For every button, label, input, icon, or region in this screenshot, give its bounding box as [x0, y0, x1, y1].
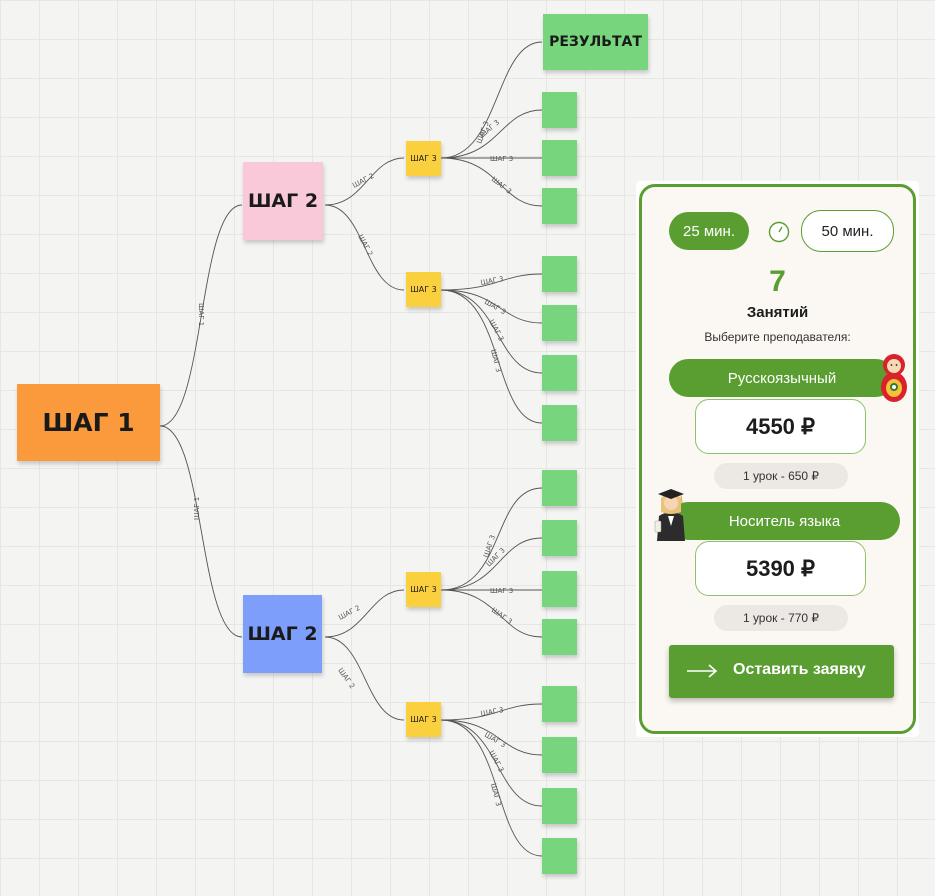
russian-lesson-price: 1 урок - 650 ₽: [714, 463, 848, 489]
russian-teacher-price: 4550 ₽: [695, 399, 866, 454]
edge-label: ШАГ 3: [480, 275, 504, 287]
leaf-sticky-note[interactable]: [542, 405, 577, 441]
lessons-label: Занятий: [746, 304, 809, 321]
connector-step2-step3: [324, 204, 405, 291]
edge-label: ШАГ 3: [480, 706, 504, 718]
connector-step1-step2-bottom: [159, 425, 243, 638]
connector-step3-result: [440, 41, 543, 159]
connector-step3-leaf: [440, 589, 543, 638]
connector-step3-leaf: [440, 109, 543, 159]
connector-step3-leaf: [440, 537, 543, 591]
leaf-sticky-note[interactable]: [542, 520, 577, 556]
pricing-card: 25 мин. 50 мин. 7 Занятий Выберите препо…: [636, 181, 919, 737]
native-lesson-price: 1 урок - 770 ₽: [714, 605, 848, 631]
leaf-sticky-note[interactable]: [542, 571, 577, 607]
connector-step3-leaf: [440, 719, 543, 807]
step3-sticky-note[interactable]: ШАГ 3: [406, 572, 441, 607]
step3-sticky-note[interactable]: ШАГ 3: [406, 141, 441, 176]
edge-label: ШАГ 2: [336, 667, 356, 691]
pricing-card-frame: 25 мин. 50 мин. 7 Занятий Выберите препо…: [639, 184, 916, 734]
submit-request-label: Оставить заявку: [733, 661, 866, 678]
edge-label: ШАГ 1: [197, 303, 205, 326]
leaf-sticky-note[interactable]: [542, 788, 577, 824]
edge-label: ШАГ 3: [490, 175, 513, 196]
connector-step3-leaf: [440, 719, 543, 857]
edge-label: ШАГ 2: [337, 604, 361, 622]
connector-step2-step3: [324, 157, 405, 206]
edge-label: ШАГ 3: [483, 731, 507, 750]
leaf-sticky-note[interactable]: [542, 305, 577, 341]
edge-label: ШАГ 3: [490, 155, 513, 163]
native-teacher-button[interactable]: Носитель языка: [669, 502, 900, 540]
connector-step3-leaf: [440, 273, 543, 291]
connector-step3-leaf: [440, 289, 543, 324]
leaf-sticky-note[interactable]: [542, 140, 577, 176]
step3-sticky-note[interactable]: ШАГ 3: [406, 702, 441, 737]
edge-label: ШАГ 2: [356, 233, 374, 257]
connector-step3-leaf: [440, 289, 543, 424]
edge-label: ШАГ 3: [489, 783, 502, 807]
graduate-icon: [654, 486, 688, 541]
leaf-sticky-note[interactable]: [542, 92, 577, 128]
leaf-sticky-note[interactable]: [542, 838, 577, 874]
edge-label: ШАГ 2: [351, 172, 375, 190]
edge-label: ШАГ 3: [490, 606, 514, 626]
leaf-sticky-note[interactable]: [542, 470, 577, 506]
connector-step3-leaf: [440, 487, 543, 591]
leaf-sticky-note[interactable]: [542, 686, 577, 722]
duration-25-button[interactable]: 25 мин.: [669, 212, 749, 250]
connector-step2-step3: [324, 589, 405, 638]
leaf-sticky-note[interactable]: [542, 737, 577, 773]
connector-step1-step2-top: [159, 204, 243, 427]
connector-step3-leaf: [440, 157, 543, 207]
choose-teacher-text: Выберите преподавателя:: [704, 330, 851, 344]
submit-request-button[interactable]: Оставить заявку: [669, 645, 894, 698]
clock-icon: [768, 221, 790, 243]
connector-step3-leaf: [440, 703, 543, 721]
connector-step3-leaf: [440, 289, 543, 374]
edge-label: ШАГ 1: [193, 497, 201, 520]
step1-sticky-note[interactable]: ШАГ 1: [17, 384, 160, 461]
duration-50-button[interactable]: 50 мин.: [801, 210, 894, 252]
step2-sticky-note-bottom[interactable]: ШАГ 2: [243, 595, 322, 673]
step2-sticky-note-top[interactable]: ШАГ 2: [243, 162, 323, 240]
result-sticky-note[interactable]: РЕЗУЛЬТАТ: [543, 14, 648, 70]
leaf-sticky-note[interactable]: [542, 619, 577, 655]
leaf-sticky-note[interactable]: [542, 188, 577, 224]
leaf-sticky-note[interactable]: [542, 355, 577, 391]
matryoshka-icon: [879, 351, 909, 403]
step3-sticky-note[interactable]: ШАГ 3: [406, 272, 441, 307]
leaf-sticky-note[interactable]: [542, 256, 577, 292]
connector-step3-leaf: [440, 719, 543, 756]
connector-step2-step3: [324, 636, 405, 721]
native-teacher-price: 5390 ₽: [695, 541, 866, 596]
edge-label: ШАГ 3: [490, 587, 513, 595]
lessons-count: 7: [769, 265, 786, 298]
arrow-right-icon: [686, 661, 718, 681]
edge-label: ШАГ 3: [483, 298, 507, 317]
russian-teacher-button[interactable]: Русскоязычный: [669, 359, 895, 397]
edge-label: ШАГ 3: [489, 349, 502, 373]
